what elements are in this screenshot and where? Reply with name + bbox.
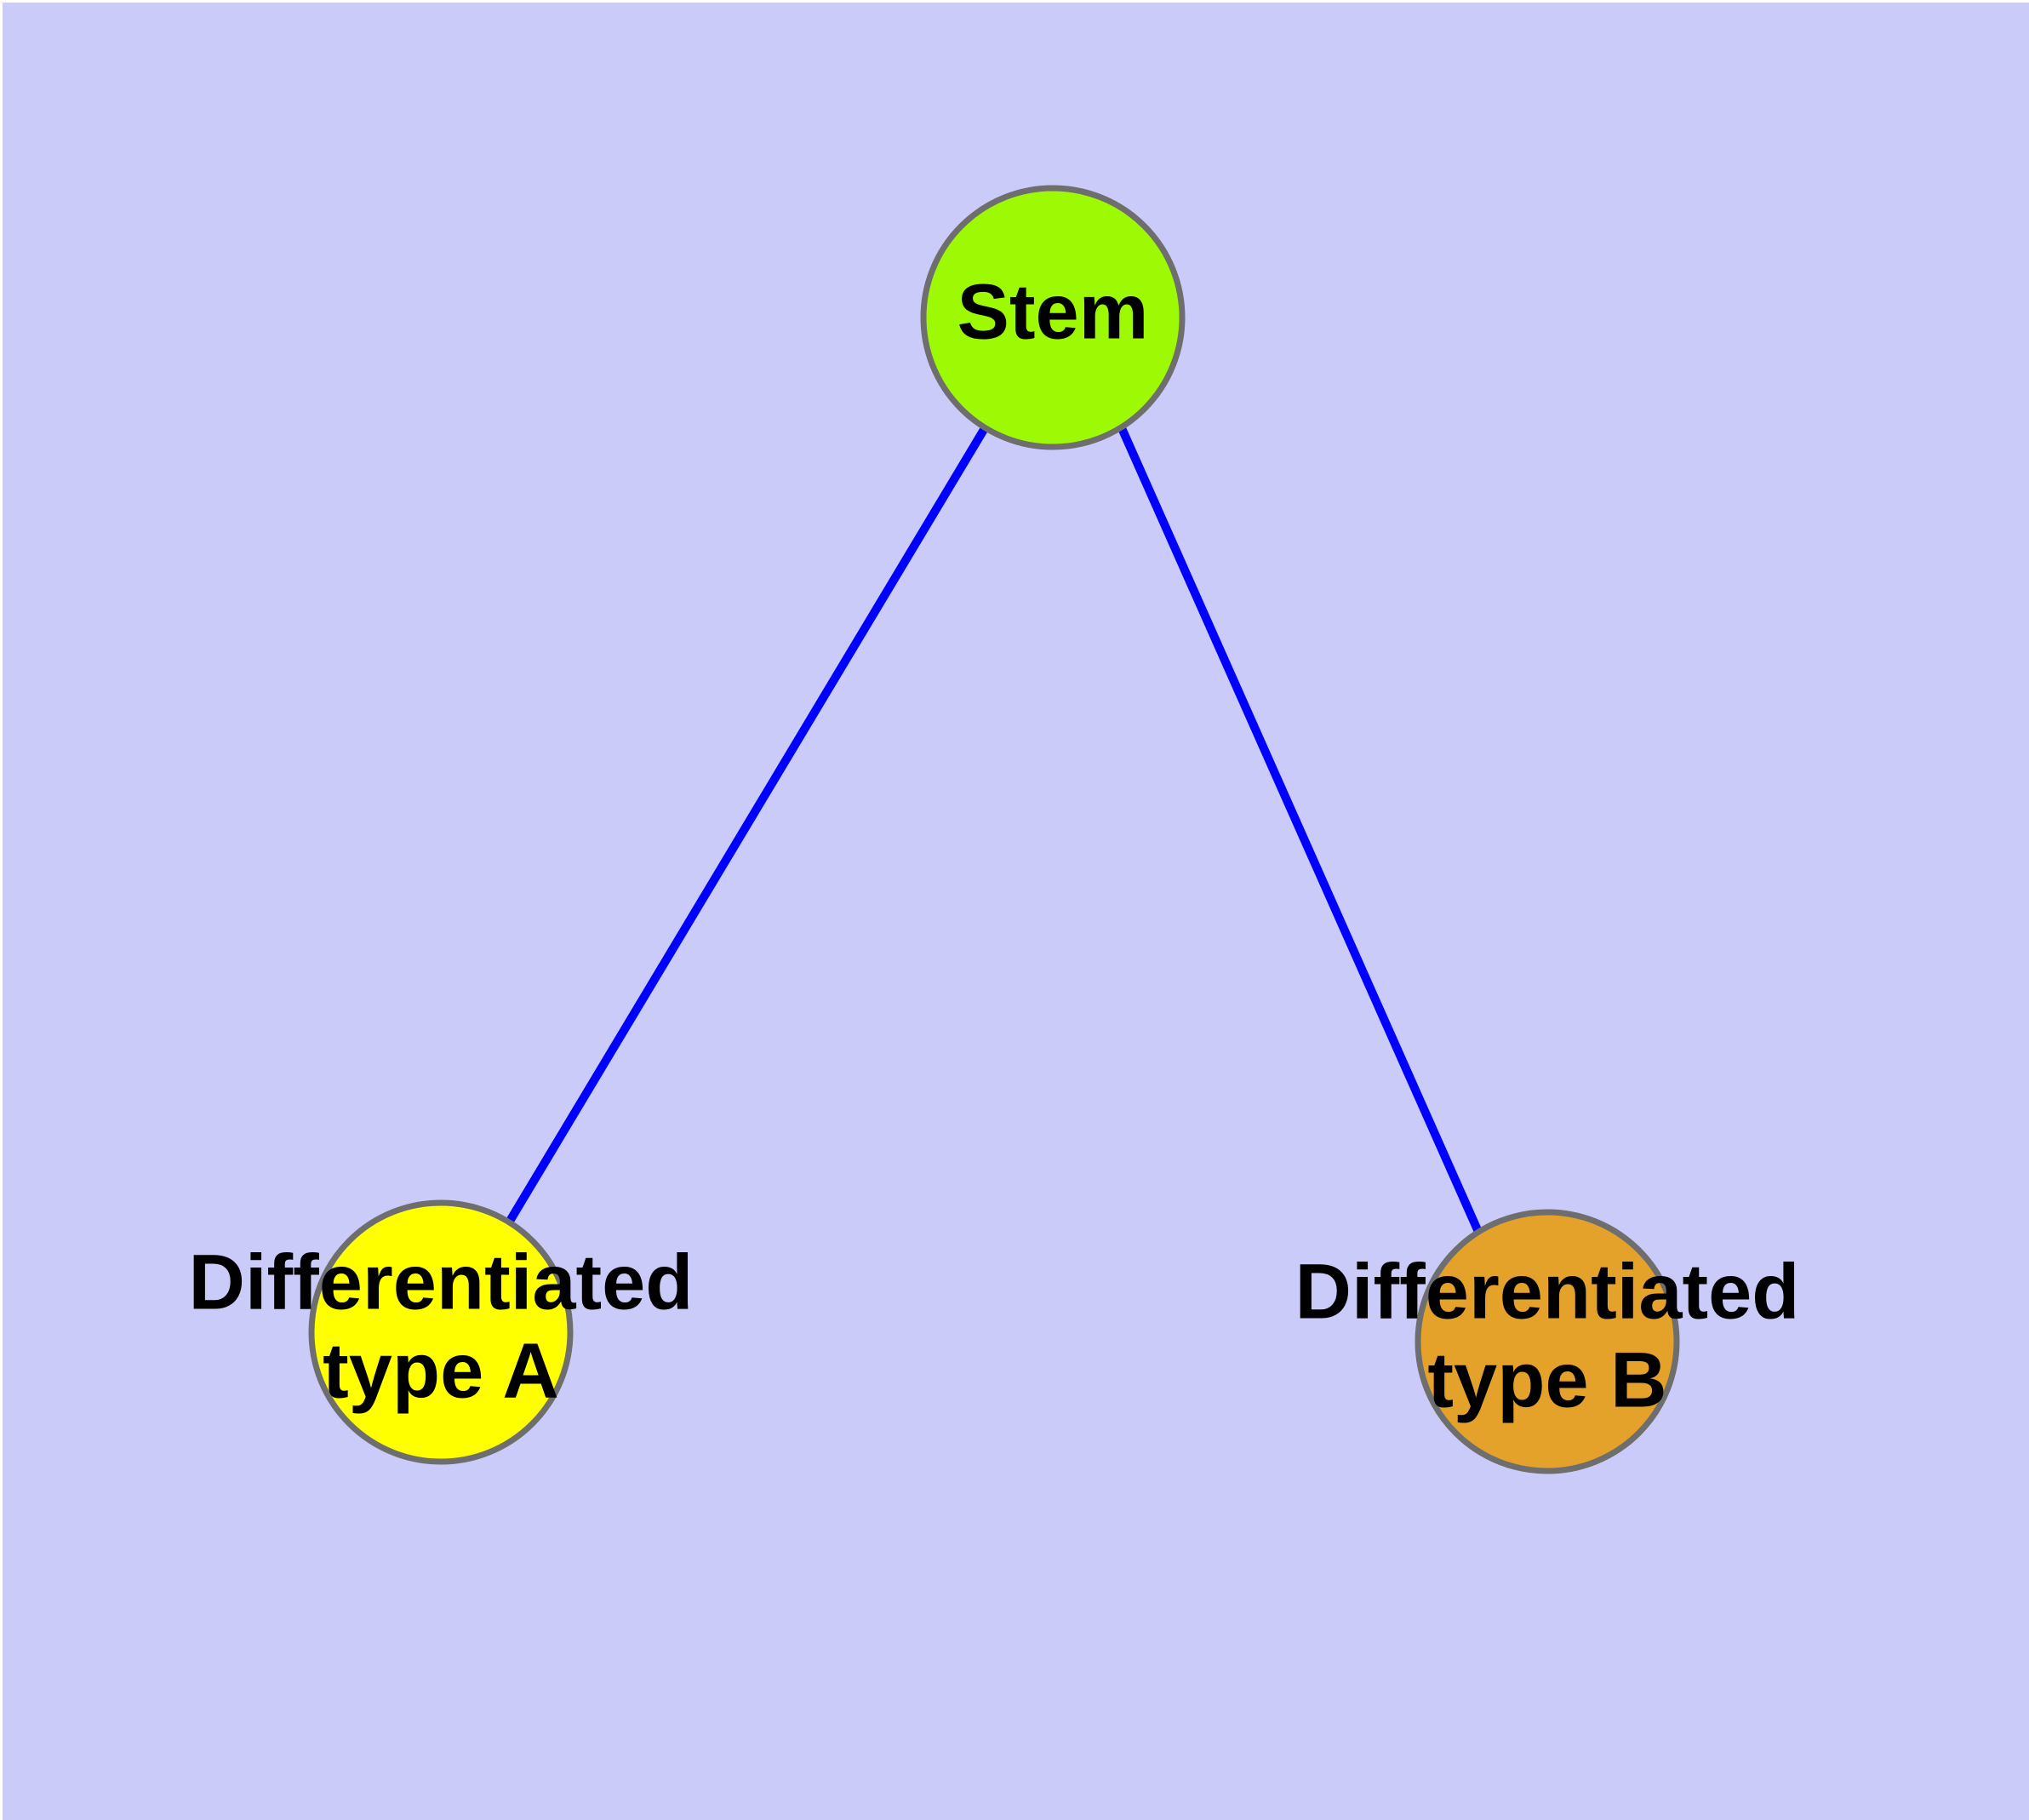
edge-stem-to-differentiated-type-b[interactable] [1117, 426, 1483, 1234]
node-differentiated-type-a-label-line1: Differentiated [189, 1239, 694, 1325]
node-differentiated-type-a-label-line2: type A [323, 1327, 559, 1414]
node-differentiated-type-a[interactable]: Differentiated type A [189, 1199, 694, 1465]
node-differentiated-type-b-label-line2: type B [1427, 1336, 1666, 1423]
node-stem-label: Stem [957, 268, 1149, 355]
canvas-left-margin [0, 0, 3, 1820]
node-differentiated-type-b-circle[interactable] [1415, 1209, 1680, 1474]
node-differentiated-type-b-label-line1: Differentiated [1295, 1248, 1800, 1335]
edge-layer [505, 426, 1483, 1234]
canvas-top-margin [0, 0, 2029, 3]
node-differentiated-type-a-circle[interactable] [308, 1199, 574, 1465]
node-differentiated-type-b[interactable]: Differentiated type B [1295, 1209, 1800, 1474]
node-stem[interactable]: Stem [920, 185, 1186, 450]
edge-stem-to-differentiated-type-a[interactable] [505, 426, 989, 1225]
node-stem-circle[interactable] [920, 185, 1186, 450]
